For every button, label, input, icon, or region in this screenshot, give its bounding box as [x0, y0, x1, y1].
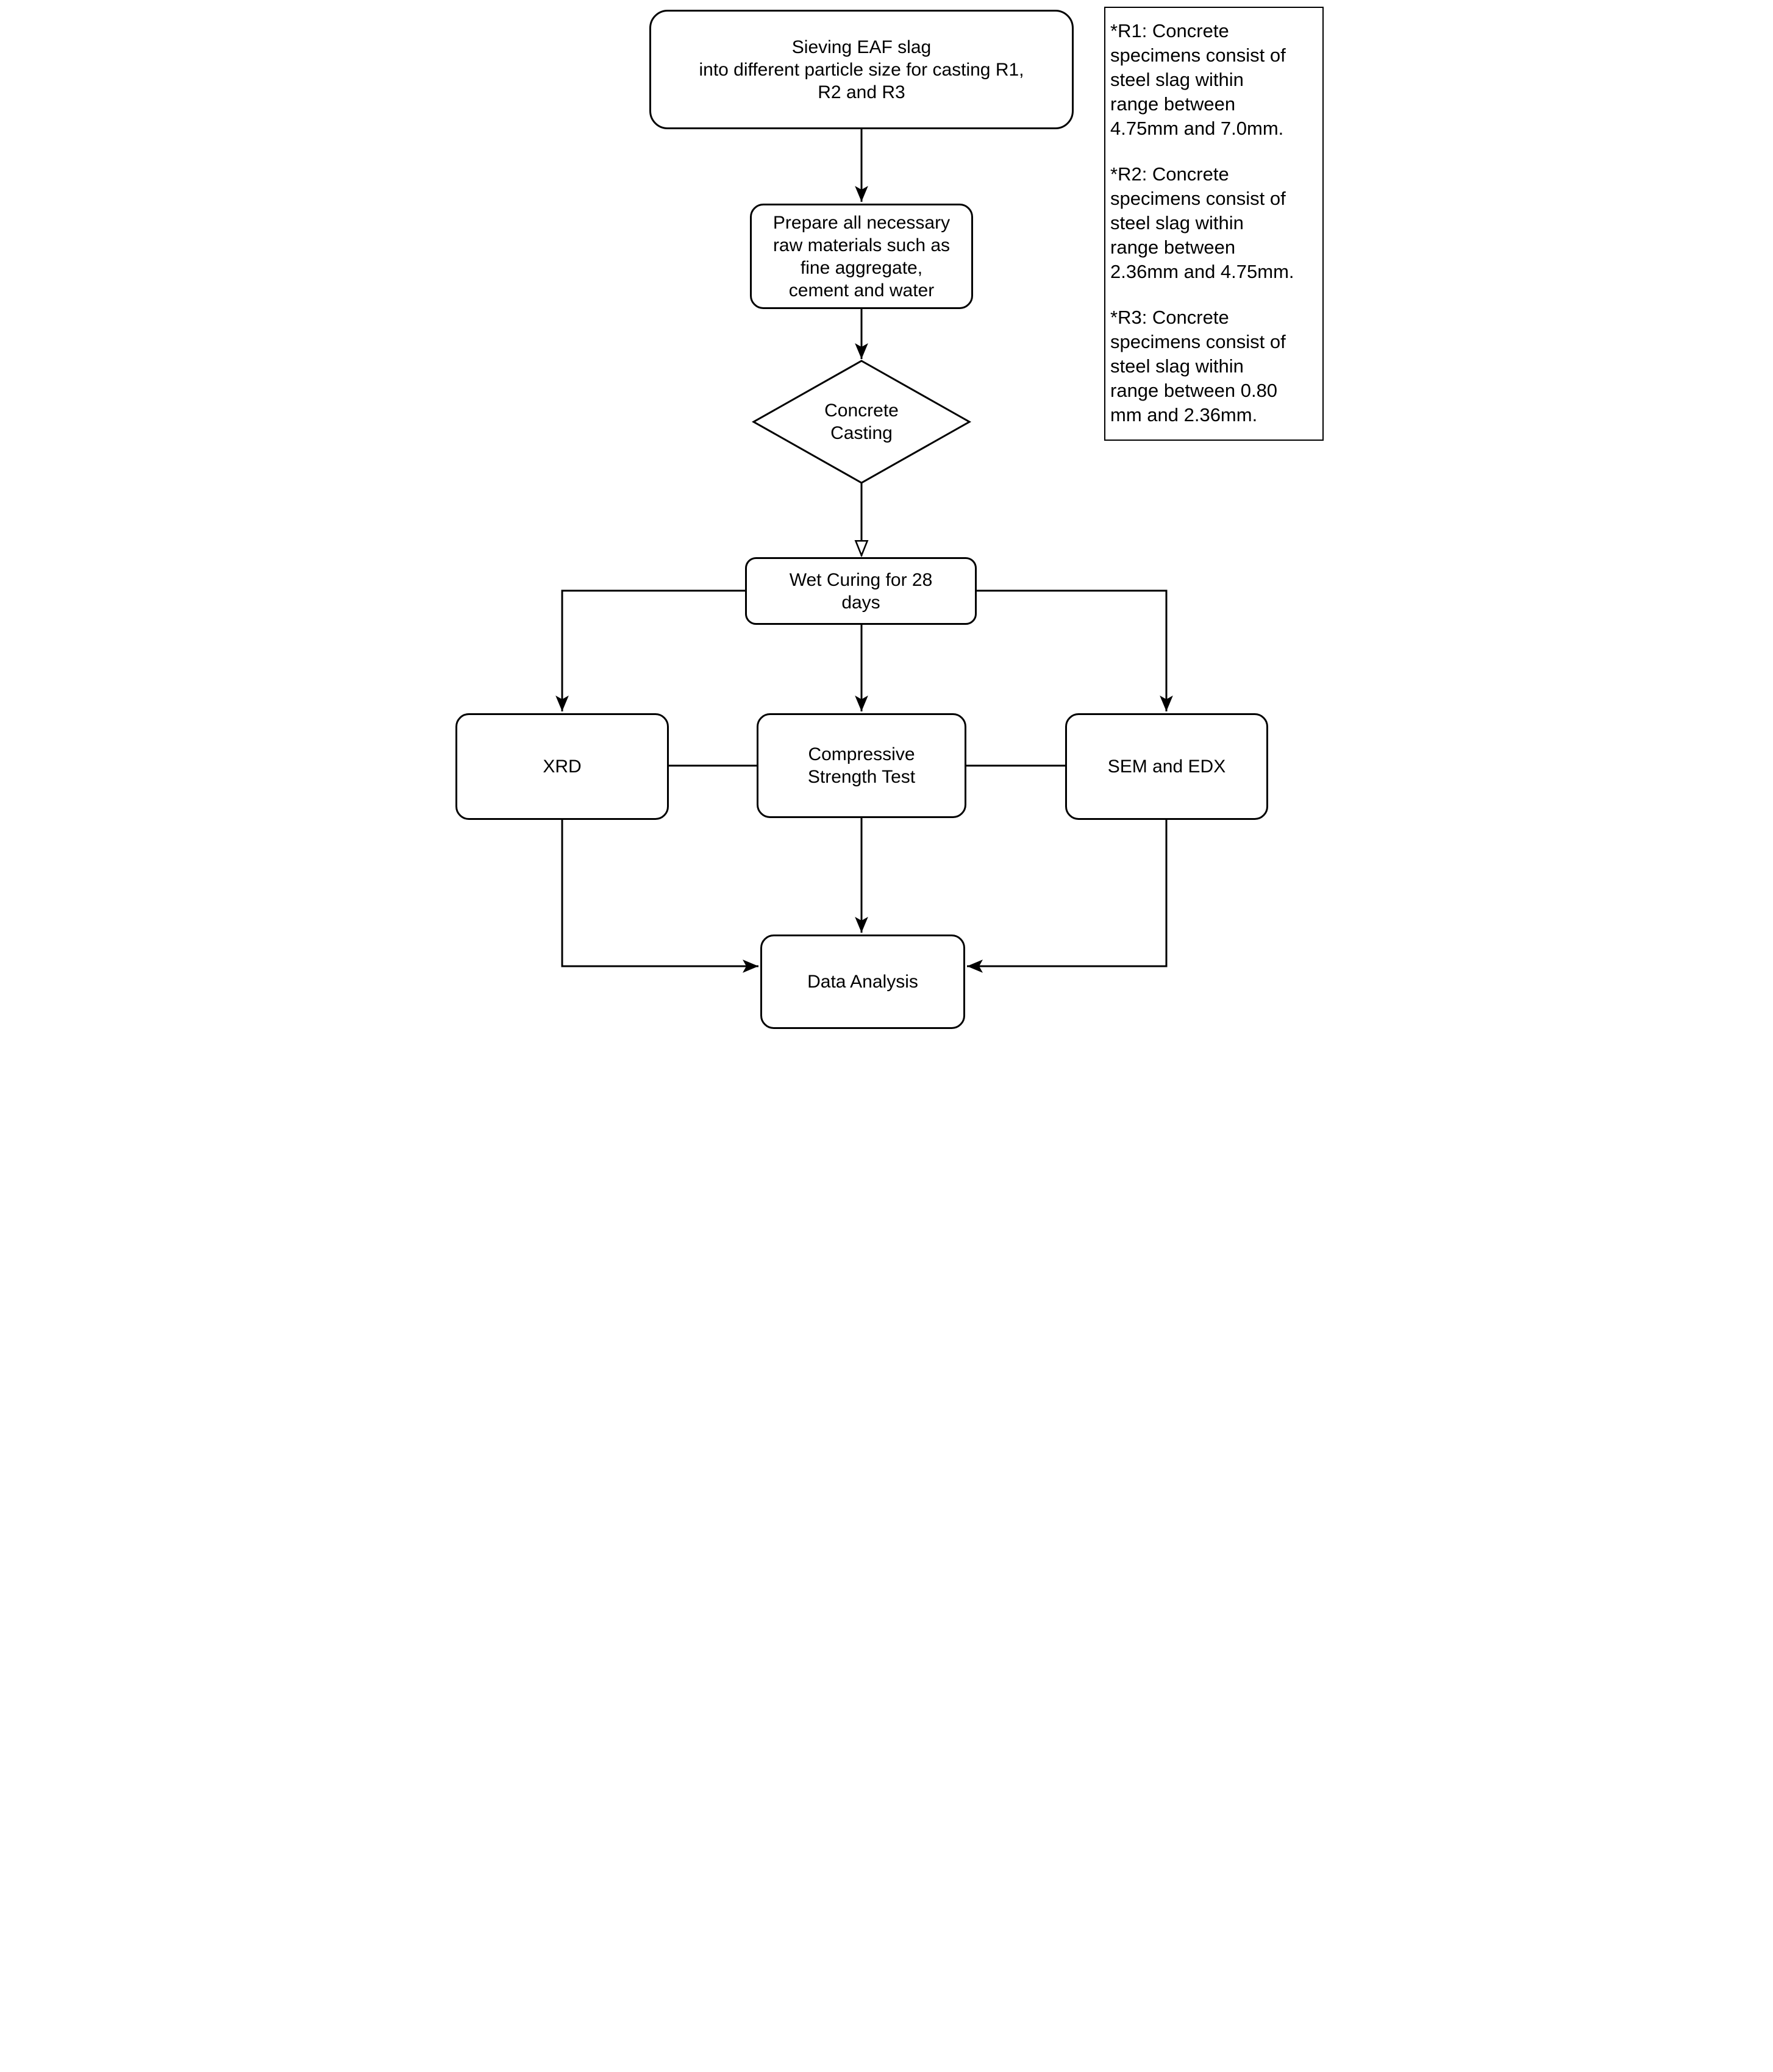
edge-xrd-analysis	[561, 820, 758, 973]
connector-layer	[555, 129, 1173, 973]
node-casting: Concrete Casting	[754, 361, 969, 483]
node-sieving-label: Sieving EAF slag into different particle…	[699, 37, 1024, 102]
node-prepare: Prepare all necessary raw materials such…	[750, 204, 973, 309]
node-curing: Wet Curing for 28 days	[745, 557, 977, 625]
node-xrd: XRD	[455, 713, 669, 820]
decision-diamond-shape	[751, 360, 972, 484]
node-compressive: Compressive Strength Test	[757, 713, 966, 818]
node-xrd-label: XRD	[543, 757, 582, 777]
node-sem: SEM and EDX	[1065, 713, 1268, 820]
edge-curing-xrd	[555, 589, 745, 711]
node-casting-label: Concrete Casting	[824, 401, 899, 443]
edge-sem-analysis	[967, 820, 1168, 973]
node-curing-label: Wet Curing for 28 days	[789, 569, 933, 613]
node-prepare-label: Prepare all necessary raw materials such…	[772, 212, 951, 301]
node-analysis: Data Analysis	[760, 935, 965, 1029]
note-r3: *R3: Concrete specimens consist of steel…	[1110, 307, 1286, 425]
edge-curing-sem	[977, 589, 1173, 711]
legend-note-box: *R1: Concrete specimens consist of steel…	[1104, 7, 1324, 441]
node-analysis-label: Data Analysis	[807, 972, 918, 992]
node-compressive-label: Compressive Strength Test	[807, 744, 916, 787]
flowchart-canvas: Sieving EAF slag into different particle…	[443, 0, 1330, 1036]
node-sem-label: SEM and EDX	[1107, 757, 1226, 777]
note-r2: *R2: Concrete specimens consist of steel…	[1110, 163, 1294, 282]
node-sieving: Sieving EAF slag into different particle…	[649, 10, 1074, 129]
note-r1: *R1: Concrete specimens consist of steel…	[1110, 20, 1286, 139]
